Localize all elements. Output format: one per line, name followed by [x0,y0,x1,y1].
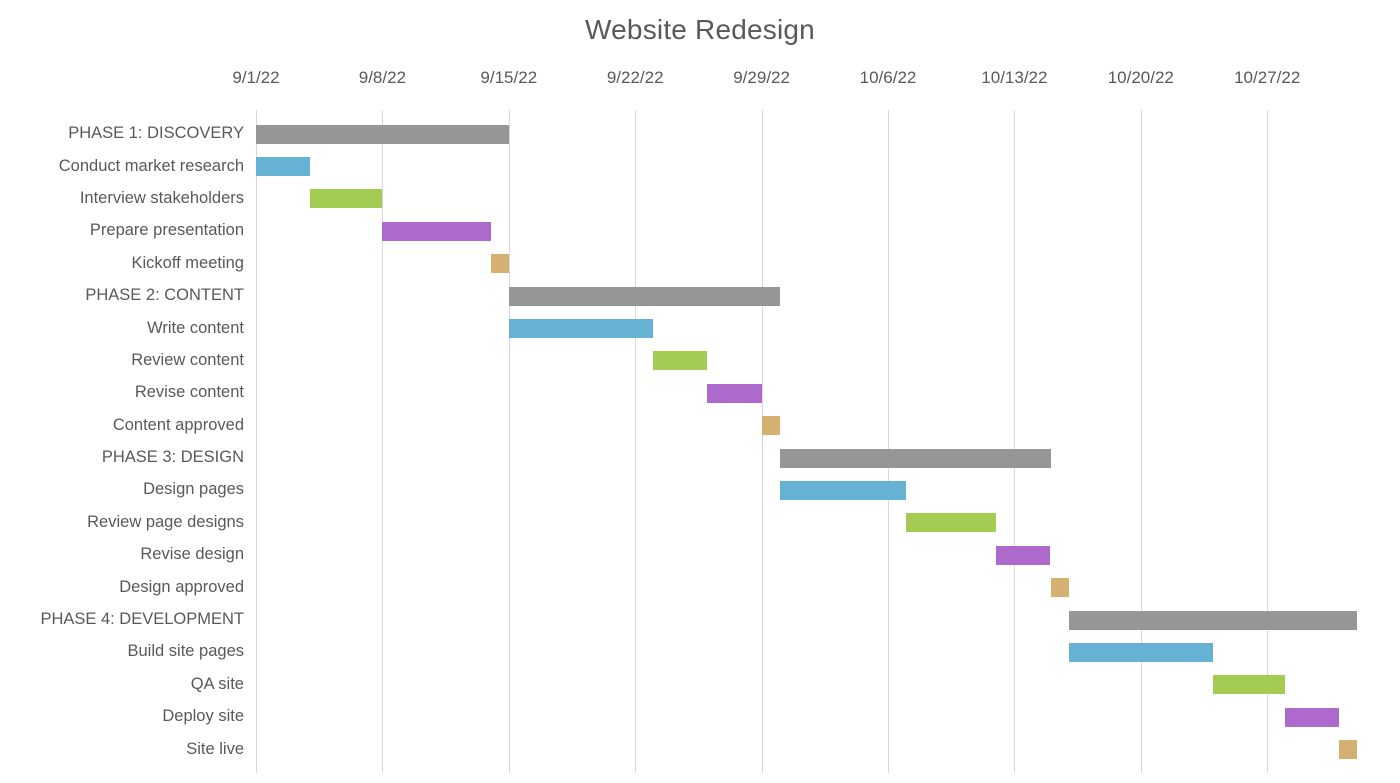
y-axis-task-label: Design approved [119,577,244,596]
gantt-phase-bar[interactable] [1068,610,1358,630]
gantt-phase-bar[interactable] [779,448,1051,468]
y-axis-task-label: Interview stakeholders [79,188,244,207]
gridline [1014,110,1016,773]
y-axis-task-label: Content approved [112,415,244,434]
y-axis-task-label: Site live [186,739,244,758]
gantt-task-bar[interactable] [310,189,383,209]
y-axis: PHASE 1: DISCOVERY Conduct market researc… [0,110,244,773]
gridline [256,110,257,773]
y-axis-task-label: Conduct market research [58,156,244,175]
x-axis-tick-label: 9/1/22 [232,68,280,87]
y-axis-task-label: Revise content [134,383,244,402]
gantt-milestone-bar[interactable] [490,254,509,274]
gantt-task-bar[interactable] [707,383,762,403]
gantt-task-bar[interactable] [508,319,654,339]
gridline [382,110,384,773]
x-axis-tick-label: 9/22/22 [606,68,664,87]
gantt-milestone-bar[interactable] [1050,578,1069,598]
gridline [761,110,763,773]
y-axis-task-label: Write content [147,318,244,337]
x-axis-tick-label: 10/20/22 [1107,68,1174,87]
gantt-milestone-bar[interactable] [761,416,780,436]
x-axis-tick-label: 9/15/22 [480,68,538,87]
y-axis-task-label: Kickoff meeting [131,253,244,272]
y-axis-task-label: Design pages [143,480,244,499]
gantt-task-bar[interactable] [906,513,997,533]
x-axis: 9/1/22 9/8/22 9/15/22 9/22/22 9/29/22 10/6/22… [0,68,1400,94]
y-axis-task-label: PHASE 4: DEVELOPMENT [40,610,244,629]
y-axis-task-label: Revise design [140,545,244,564]
gantt-phase-bar[interactable] [508,286,780,306]
gridline [1140,110,1142,773]
y-axis-task-label: Build site pages [127,642,245,661]
gantt-task-bar[interactable] [653,351,708,371]
gantt-task-bar[interactable] [256,157,311,177]
gantt-milestone-bar[interactable] [1339,740,1358,760]
gantt-task-bar[interactable] [1068,642,1214,662]
y-axis-task-label: PHASE 3: DESIGN [101,448,244,467]
x-axis-tick-label: 9/29/22 [733,68,790,87]
x-axis-tick-label: 9/8/22 [358,68,407,87]
plot-area [256,110,1358,773]
y-axis-task-label: QA site [190,674,244,693]
gridline [635,110,637,773]
y-axis-task-label: Prepare presentation [89,221,244,240]
x-axis-tick-label: 10/6/22 [859,68,917,87]
y-axis-task-label: PHASE 2: CONTENT [85,286,244,305]
y-axis-task-label: PHASE 1: DISCOVERY [68,124,244,143]
chart-title: Website Redesign [585,14,815,45]
gantt-task-bar[interactable] [779,480,907,500]
gridline [1267,110,1269,773]
x-axis-tick-label: 10/13/22 [981,68,1048,87]
gantt-task-bar[interactable] [1213,675,1286,695]
gantt-task-bar[interactable] [1285,707,1340,727]
x-axis-tick-label: 10/27/22 [1234,68,1301,87]
y-axis-task-label: Review content [131,350,244,369]
y-axis-task-label: Review page designs [87,512,244,531]
gantt-phase-bar[interactable] [256,124,509,144]
gantt-task-bar[interactable] [996,545,1051,565]
gridline [508,110,510,773]
gridline [888,110,889,773]
gantt-task-bar[interactable] [382,221,491,241]
y-axis-task-label: Deploy site [162,707,244,726]
